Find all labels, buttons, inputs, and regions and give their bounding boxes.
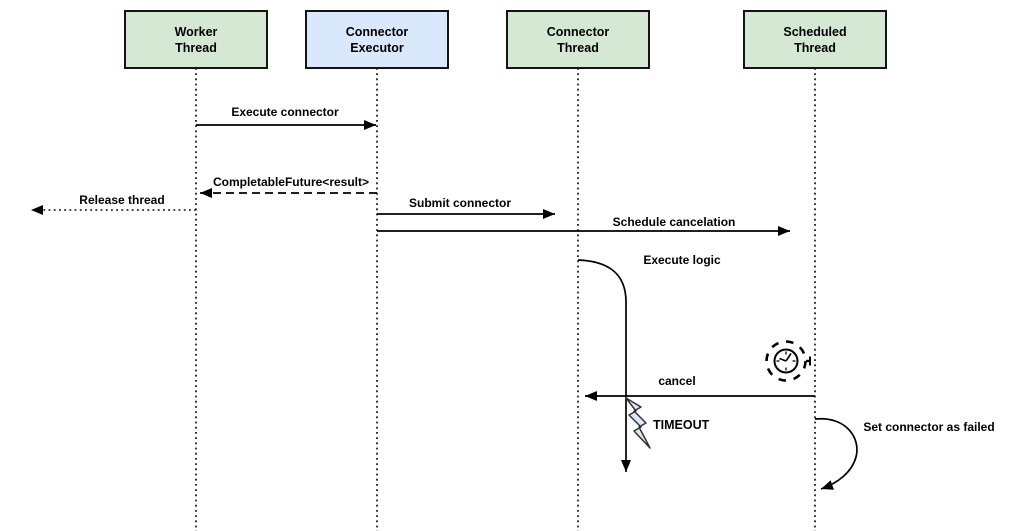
participant-worker-thread: Worker Thread [124, 10, 268, 69]
message-completable-future: CompletableFuture<result> [200, 175, 377, 198]
participant-connector-thread: Connector Thread [506, 10, 650, 69]
self-loop-curve [814, 418, 858, 490]
message-label: cancel [658, 374, 695, 388]
participant-box [743, 10, 887, 69]
message-execute-logic: Execute logic [577, 253, 721, 472]
message-submit-connector: Submit connector [377, 196, 555, 219]
participant-connector-executor: Connector Executor [305, 10, 449, 69]
participant-box [506, 10, 650, 69]
participant-label-line1: Scheduled [783, 25, 846, 39]
lightning-bolt-icon [625, 397, 651, 449]
participant-label-line1: Connector [346, 25, 409, 39]
participant-label-line1: Connector [547, 25, 610, 39]
message-label: Set connector as failed [863, 420, 994, 434]
timeout-label: TIMEOUT [653, 418, 710, 432]
participant-box [305, 10, 449, 69]
timer-icon [765, 340, 811, 382]
message-execute-connector: Execute connector [196, 105, 376, 130]
participant-label-line2: Thread [557, 41, 599, 55]
message-schedule-cancelation: Schedule cancelation [377, 215, 790, 236]
message-label: CompletableFuture<result> [213, 175, 369, 189]
message-release-thread: Release thread [31, 193, 196, 215]
message-label: Schedule cancelation [613, 215, 736, 229]
participant-label-line1: Worker [175, 25, 218, 39]
participant-scheduled-thread: Scheduled Thread [743, 10, 887, 69]
message-label: Execute logic [643, 253, 721, 267]
participant-label-line2: Thread [794, 41, 836, 55]
message-cancel: cancel [585, 374, 815, 401]
message-label: Execute connector [231, 105, 339, 119]
message-label: Release thread [79, 193, 164, 207]
participant-box [124, 10, 268, 69]
timeout-annotation: TIMEOUT [625, 397, 710, 449]
participant-label-line2: Thread [175, 41, 217, 55]
participant-label-line2: Executor [350, 41, 404, 55]
arrow-curve [577, 259, 631, 472]
message-label: Submit connector [409, 196, 511, 210]
message-set-connector-failed: Set connector as failed [814, 418, 995, 490]
